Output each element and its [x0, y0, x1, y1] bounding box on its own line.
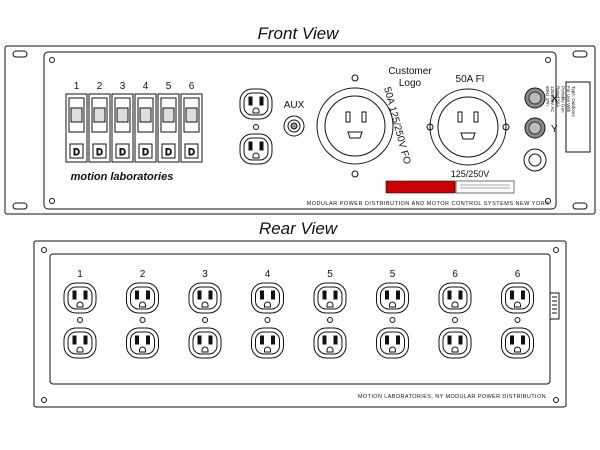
- rear-outlet-bottom-2[interactable]: [126, 327, 159, 359]
- breaker-number: 6: [189, 81, 195, 92]
- indicator-y: [524, 117, 546, 139]
- rear-outlet-number: 5: [327, 269, 333, 280]
- mount-slot: [572, 202, 588, 210]
- breaker-number: 3: [120, 81, 126, 92]
- aux-label: AUX: [284, 100, 305, 111]
- rear-footer-text: MOTION LABORATORIES, NY MODULAR POWER DI…: [358, 394, 546, 400]
- rear-duplex-outlets: [63, 282, 534, 359]
- rear-outlet-top-8[interactable]: [501, 282, 534, 314]
- screw: [545, 57, 551, 63]
- breaker-numbers: 1 2 3 4 5 6: [74, 81, 195, 92]
- rear-outlet-number: 2: [140, 269, 146, 280]
- screw: [327, 317, 333, 323]
- rear-outlet-top-3[interactable]: [188, 282, 222, 314]
- front-panel: [4, 45, 596, 215]
- mount-slot: [572, 50, 588, 58]
- rear-tag: [549, 292, 560, 320]
- twistlock-left-rating: 50A 125/250V FO: [381, 86, 412, 166]
- breaker-mark: D: [142, 147, 149, 157]
- rear-outlet-top-5[interactable]: [313, 282, 347, 314]
- mount-slot: [12, 202, 28, 210]
- front-view-title: Front View: [257, 24, 339, 43]
- screw: [514, 317, 521, 323]
- breaker-2[interactable]: D: [88, 93, 111, 163]
- warning-label: [385, 180, 515, 194]
- indicator-x: [524, 87, 546, 109]
- front-outlet-bottom[interactable]: [239, 133, 273, 165]
- front-duplex-outlets: [239, 88, 273, 165]
- rear-outlet-number: 3: [202, 269, 208, 280]
- power-switch[interactable]: [523, 148, 547, 172]
- rear-outlet-bottom-5[interactable]: [313, 327, 347, 359]
- breaker-mark: D: [165, 147, 172, 157]
- indicator-x-label: X: [551, 94, 558, 105]
- breaker-mark: D: [73, 147, 80, 157]
- rear-outlet-bottom-3[interactable]: [188, 327, 222, 359]
- screw: [253, 124, 259, 130]
- side-tag: Type: OutdoorsFor Use WithPortable GenRa…: [545, 86, 576, 118]
- breaker-4[interactable]: D: [134, 93, 157, 163]
- breaker-number: 5: [166, 81, 172, 92]
- front-footer-text: MODULAR POWER DISTRIBUTION AND MOTOR CON…: [307, 201, 550, 207]
- aux-connector[interactable]: [283, 115, 305, 137]
- screw: [41, 247, 47, 253]
- brand-logo: motion laboratories: [71, 171, 174, 183]
- rear-outlet-top-6[interactable]: [376, 282, 409, 314]
- twistlock-inlet-left[interactable]: [316, 74, 394, 178]
- rear-outlet-number: 4: [265, 269, 271, 280]
- breaker-number: 2: [97, 81, 103, 92]
- rear-panel: [33, 240, 567, 408]
- screw: [49, 198, 55, 204]
- rear-outlet-top-2[interactable]: [126, 282, 159, 314]
- breaker-1[interactable]: D: [65, 93, 88, 163]
- rear-outlet-bottom-6[interactable]: [376, 327, 409, 359]
- breaker-mark: D: [188, 147, 195, 157]
- rear-outlet-number: 5: [390, 269, 396, 280]
- rear-outlet-number: 6: [452, 269, 458, 280]
- rear-outlet-bottom-1[interactable]: [63, 327, 97, 359]
- screw: [49, 57, 55, 63]
- rear-outlet-numbers: 1 2 3 4 5 5 6 6: [77, 269, 521, 280]
- breaker-number: 4: [143, 81, 149, 92]
- front-outlet-top[interactable]: [239, 88, 273, 120]
- side-tag-box: [565, 81, 591, 153]
- rear-view-title: Rear View: [258, 219, 338, 238]
- indicator-y-label: Y: [551, 124, 558, 135]
- rear-outlet-top-7[interactable]: [438, 282, 472, 314]
- rear-outlet-bottom-4[interactable]: [251, 327, 284, 359]
- breaker-6[interactable]: D: [180, 93, 203, 163]
- rear-outlet-top-1[interactable]: [63, 282, 97, 314]
- twistlock-right-rating-top: 50A FI: [456, 74, 485, 85]
- rear-outlet-number: 1: [77, 269, 83, 280]
- rear-outlet-bottom-7[interactable]: [438, 327, 472, 359]
- screw: [545, 198, 551, 204]
- breaker-mark: D: [96, 147, 103, 157]
- screw: [41, 397, 47, 403]
- rear-outlet-bottom-8[interactable]: [501, 327, 534, 359]
- screw: [389, 317, 396, 323]
- breaker-5[interactable]: D: [157, 93, 180, 163]
- screw: [202, 317, 208, 323]
- mount-slot: [12, 50, 28, 58]
- twistlock-outlet-right[interactable]: [426, 88, 510, 166]
- screw: [139, 317, 146, 323]
- screw: [452, 317, 458, 323]
- breaker-mark: D: [119, 147, 126, 157]
- screw: [77, 317, 83, 323]
- screw: [553, 247, 559, 253]
- rear-outlet-number: 6: [515, 269, 521, 280]
- breaker-3[interactable]: D: [111, 93, 134, 163]
- breaker-number: 1: [74, 81, 80, 92]
- rear-outlet-top-4[interactable]: [251, 282, 284, 314]
- screw: [264, 317, 271, 323]
- twistlock-right-rating-bottom: 125/250V: [451, 169, 490, 179]
- screw: [553, 397, 559, 403]
